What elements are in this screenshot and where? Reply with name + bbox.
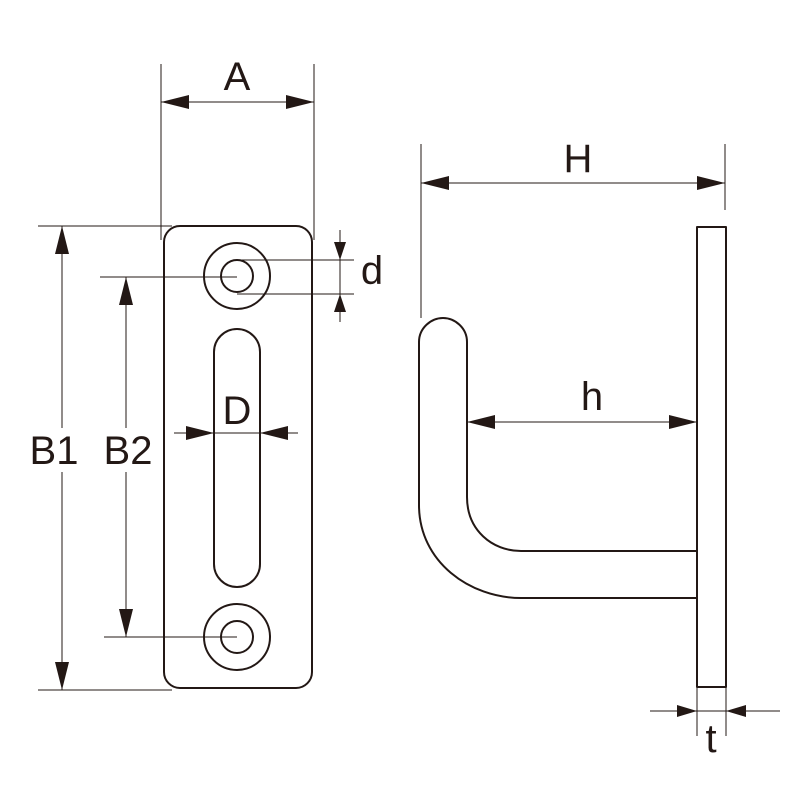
label-H: H (564, 137, 593, 181)
dim-A-arrow-right (286, 95, 314, 109)
dim-h-arrow-right (669, 415, 697, 429)
label-B2: B2 (104, 429, 153, 473)
dimension-H: H (420, 137, 726, 318)
dimension-A: A (160, 55, 315, 240)
dim-H-arrow-right (697, 176, 725, 190)
dim-B1-arrow-bottom (55, 662, 69, 690)
upper-hole-countersink (203, 242, 271, 310)
base-plate-outline (163, 225, 313, 689)
dim-d-arrow-bottom (334, 294, 346, 312)
upper-mounting-hole (203, 242, 271, 310)
dim-D-arrow-left (186, 426, 214, 440)
dimension-D: D (174, 389, 298, 440)
dim-d-arrow-top (334, 242, 346, 260)
label-A: A (224, 55, 251, 99)
dim-H-arrow-left (421, 176, 449, 190)
hook-rod (418, 317, 698, 599)
dim-h-arrow-left (467, 415, 495, 429)
dim-D-arrow-right (260, 426, 288, 440)
label-B1-backdrop (22, 428, 86, 472)
dimension-B1: B1 (22, 225, 172, 691)
dimension-t: t (650, 687, 780, 761)
hook-side-view (418, 226, 727, 688)
dimension-h: h (467, 375, 697, 429)
dimension-d: d (237, 230, 383, 322)
dim-B1-arrow-top (55, 226, 69, 254)
label-B1: B1 (30, 429, 79, 473)
label-D: D (223, 389, 252, 433)
upper-hole-bore (220, 259, 254, 293)
dim-A-arrow-left (161, 95, 189, 109)
label-B2-backdrop (94, 428, 160, 472)
label-t: t (705, 717, 716, 761)
dimension-B2: B2 (94, 276, 237, 638)
label-h: h (581, 375, 603, 419)
base-plate-front-view (163, 225, 313, 689)
side-plate (696, 226, 727, 688)
dim-t-arrow-right (726, 705, 746, 717)
center-slot (213, 328, 261, 588)
label-d: d (361, 249, 383, 293)
dim-B2-arrow-top (119, 277, 133, 305)
dim-t-arrow-left (677, 705, 697, 717)
dim-B2-arrow-bottom (119, 609, 133, 637)
